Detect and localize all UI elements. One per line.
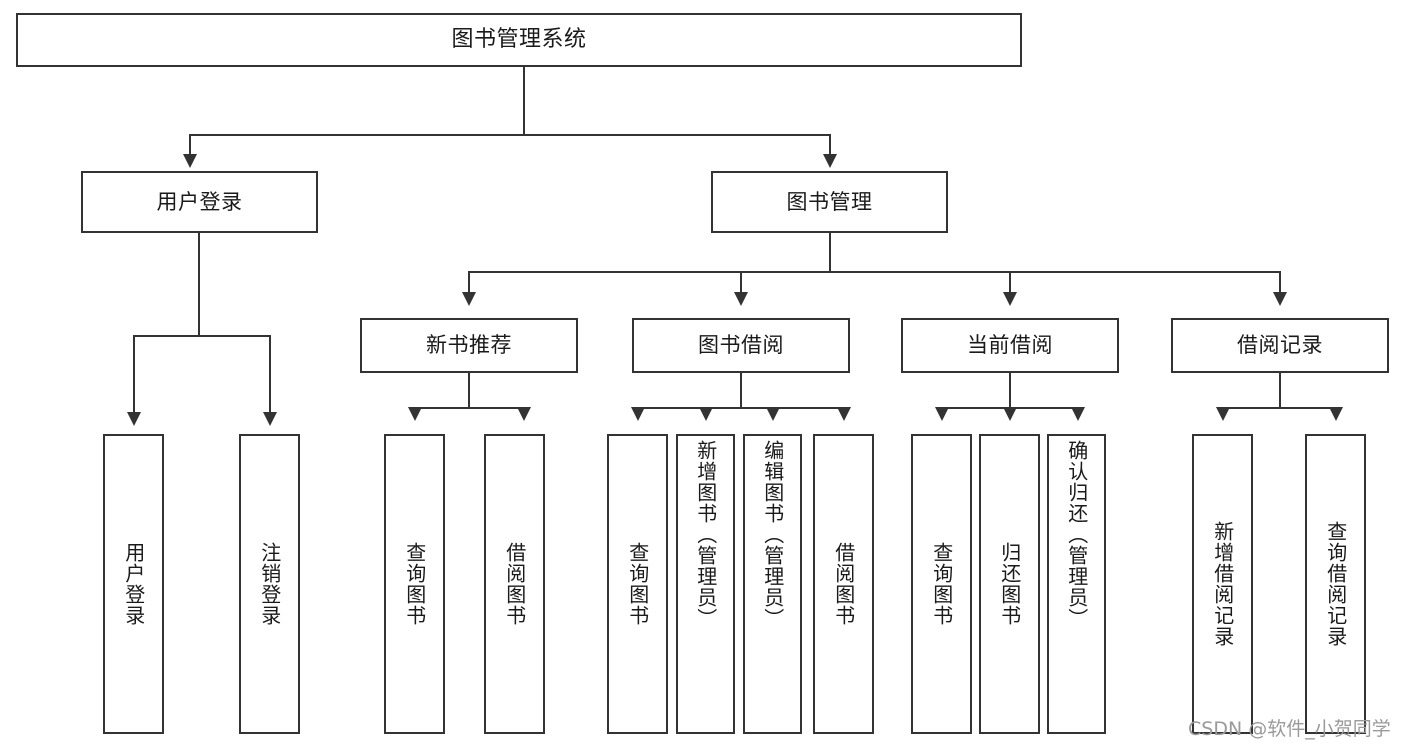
connector-to-current-borrow — [1009, 271, 1011, 294]
arrow-leaf-user-login — [127, 412, 141, 426]
node-label: 查询借阅记录 — [1323, 521, 1348, 647]
connector-new-book-bar — [414, 407, 524, 409]
node-label: 确认归还（管理员） — [1064, 440, 1089, 629]
node-user-login[interactable]: 用户登录 — [81, 171, 318, 233]
arrow-leaf-query-book-3 — [935, 407, 949, 421]
connector-root-bar — [189, 134, 831, 136]
arrow-leaf-query-record — [1329, 407, 1343, 421]
node-book-manage[interactable]: 图书管理 — [711, 171, 948, 233]
connector-borrow-record-bar — [1222, 407, 1336, 409]
arrow-to-user-login — [183, 154, 197, 168]
arrow-leaf-edit-book — [766, 407, 780, 421]
node-borrow-record[interactable]: 借阅记录 — [1171, 318, 1389, 373]
leaf-query-book-borrow[interactable]: 查询图书 — [607, 434, 668, 734]
node-label: 查询图书 — [929, 542, 954, 626]
connector-to-book-manage — [829, 134, 831, 156]
connector-book-manage-stem — [829, 233, 831, 273]
node-label: 借阅图书 — [831, 542, 856, 626]
node-label: 新增图书（管理员） — [693, 440, 718, 629]
connector-to-book-borrow — [740, 271, 742, 294]
arrow-leaf-confirm-return — [1071, 407, 1085, 421]
node-label: 新书推荐 — [426, 333, 512, 358]
leaf-edit-book[interactable]: 编辑图书（管理员） — [743, 434, 802, 734]
arrow-leaf-return-book — [1003, 407, 1017, 421]
csdn-watermark: CSDN @软件_小贺同学 — [1188, 718, 1391, 740]
arrow-leaf-add-book — [699, 407, 713, 421]
node-new-book-recommend[interactable]: 新书推荐 — [360, 318, 578, 373]
arrow-to-current-borrow — [1003, 292, 1017, 306]
node-label: 注销登录 — [257, 542, 282, 626]
arrow-to-new-book-recommend — [462, 292, 476, 306]
node-book-borrow[interactable]: 图书借阅 — [632, 318, 850, 373]
connector-user-login-drop-1 — [133, 335, 135, 414]
leaf-query-borrow-record[interactable]: 查询借阅记录 — [1305, 434, 1366, 734]
leaf-user-logout[interactable]: 注销登录 — [239, 434, 300, 734]
arrow-leaf-add-record — [1216, 407, 1230, 421]
arrow-leaf-user-logout — [263, 412, 277, 426]
node-label: 图书管理 — [786, 189, 873, 214]
connector-current-borrow-stem — [1009, 373, 1011, 409]
node-label: 归还图书 — [997, 542, 1022, 626]
connector-to-borrow-record — [1279, 271, 1281, 294]
connector-book-borrow-stem — [740, 373, 742, 409]
arrow-leaf-query-book-2 — [631, 407, 645, 421]
leaf-borrow-book-recommend[interactable]: 借阅图书 — [484, 434, 545, 734]
node-label: 编辑图书（管理员） — [760, 440, 785, 629]
leaf-return-book[interactable]: 归还图书 — [979, 434, 1040, 734]
arrow-to-book-borrow — [734, 292, 748, 306]
connector-book-borrow-bar — [637, 407, 844, 409]
node-root-book-management-system[interactable]: 图书管理系统 — [16, 13, 1022, 67]
leaf-user-login[interactable]: 用户登录 — [103, 434, 164, 734]
arrow-to-book-manage — [823, 154, 837, 168]
connector-borrow-record-stem — [1279, 373, 1281, 409]
connector-to-user-login — [189, 134, 191, 156]
node-current-borrow[interactable]: 当前借阅 — [901, 318, 1119, 373]
node-label: 图书管理系统 — [451, 27, 587, 53]
node-label: 查询图书 — [402, 542, 427, 626]
node-label: 查询图书 — [625, 542, 650, 626]
arrow-leaf-borrow-book-2 — [837, 407, 851, 421]
node-label: 借阅图书 — [502, 542, 527, 626]
leaf-add-borrow-record[interactable]: 新增借阅记录 — [1192, 434, 1253, 734]
node-label: 当前借阅 — [967, 333, 1053, 358]
connector-user-login-bar — [133, 335, 270, 337]
connector-new-book-stem — [468, 373, 470, 409]
leaf-query-book-current[interactable]: 查询图书 — [911, 434, 972, 734]
connector-user-login-stem — [198, 233, 200, 336]
node-label: 用户登录 — [121, 542, 146, 626]
arrow-to-borrow-record — [1273, 292, 1287, 306]
node-label: 新增借阅记录 — [1210, 521, 1235, 647]
leaf-confirm-return[interactable]: 确认归还（管理员） — [1047, 434, 1106, 734]
connector-to-new-book-recommend — [468, 271, 470, 294]
node-label: 借阅记录 — [1237, 333, 1323, 358]
connector-root-stem — [523, 67, 525, 135]
connector-user-login-drop-2 — [269, 335, 271, 414]
leaf-query-book-recommend[interactable]: 查询图书 — [384, 434, 445, 734]
connector-book-manage-bar — [468, 271, 1281, 273]
leaf-add-book[interactable]: 新增图书（管理员） — [676, 434, 735, 734]
leaf-borrow-book-borrow[interactable]: 借阅图书 — [813, 434, 874, 734]
arrow-leaf-borrow-book-1 — [517, 407, 531, 421]
arrow-leaf-query-book-1 — [408, 407, 422, 421]
node-label: 图书借阅 — [698, 333, 784, 358]
node-label: 用户登录 — [156, 189, 243, 214]
